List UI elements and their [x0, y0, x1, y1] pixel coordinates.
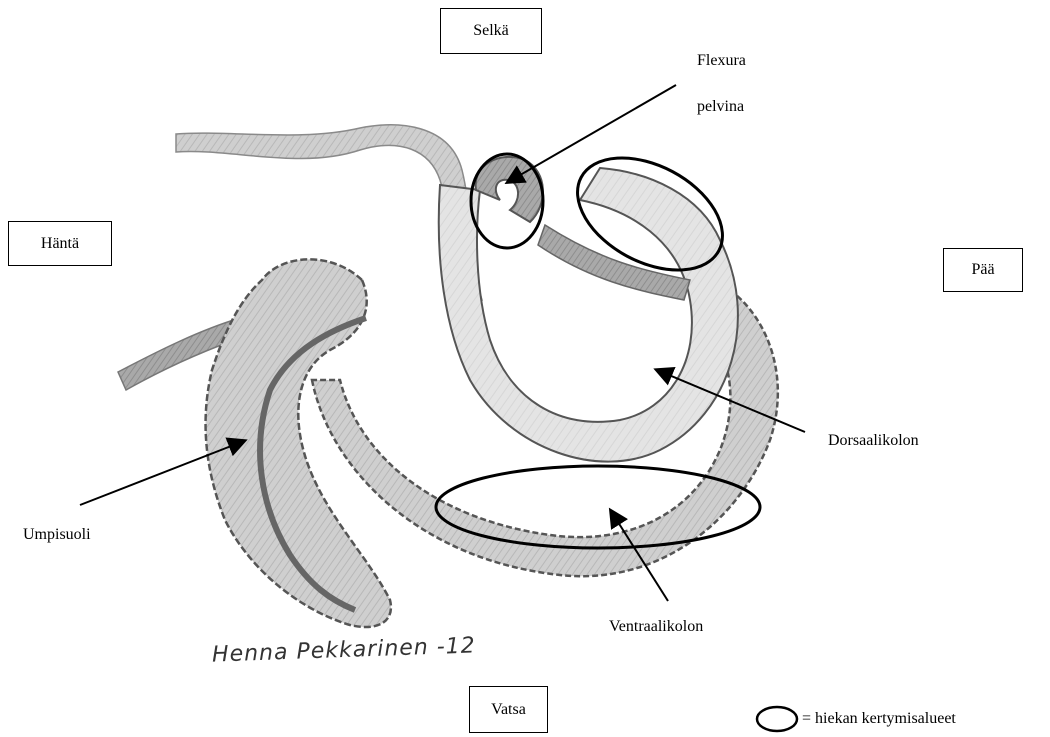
label-flexura-line2: pelvina	[697, 98, 744, 116]
dorsal-colon	[439, 168, 738, 462]
label-flexura-line1: Flexura	[697, 52, 746, 70]
arrow-flexura	[508, 85, 676, 182]
label-cecum: Umpisuoli	[23, 526, 91, 544]
legend-text: = hiekan kertymisalueet	[802, 710, 956, 728]
label-dorsal: Dorsaalikolon	[828, 432, 919, 450]
label-ventral: Ventraalikolon	[609, 618, 703, 636]
legend-ellipse-icon	[757, 707, 797, 731]
